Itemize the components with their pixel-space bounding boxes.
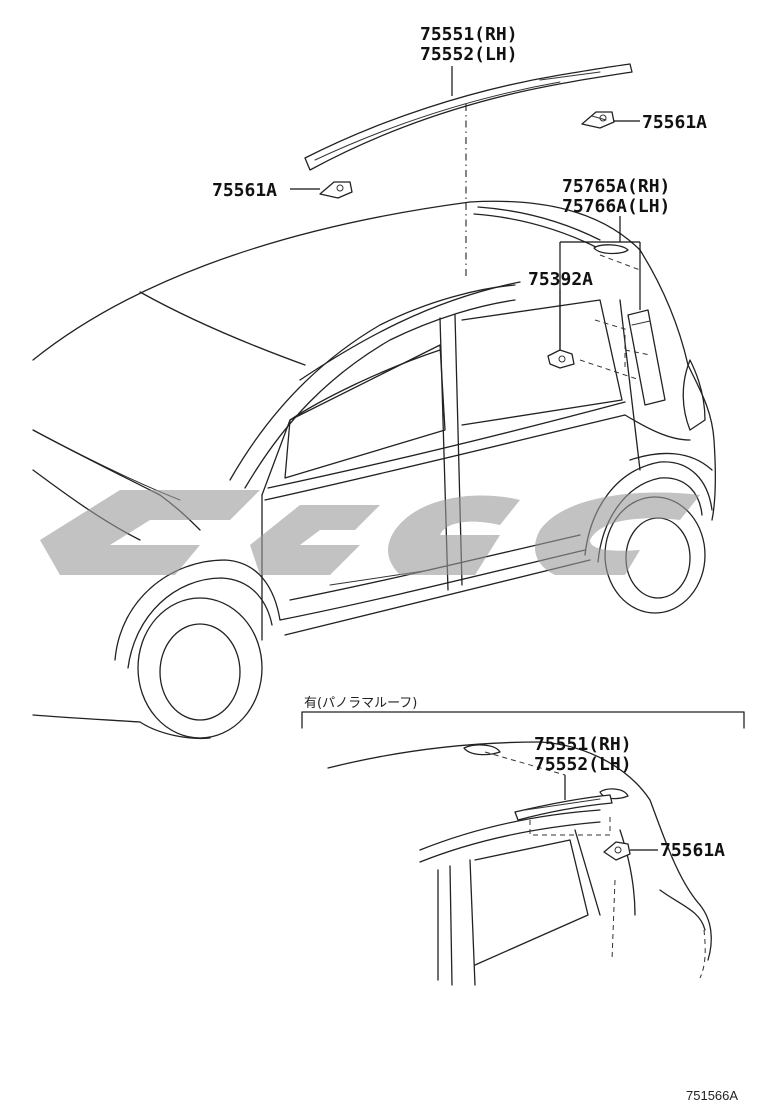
label-clip-top-left: 75561A <box>212 180 277 201</box>
watermark-logo <box>40 490 700 575</box>
inset-title: 有(パノラマルーフ) <box>304 696 417 711</box>
inset-label-clip: 75561A <box>660 840 725 861</box>
label-rail-rh: 75551(RH) <box>420 24 518 45</box>
inset-label-rail-lh: 75552(LH) <box>534 754 632 775</box>
label-cover-rh: 75765A(RH) <box>562 176 670 197</box>
label-rail-lh: 75552(LH) <box>420 44 518 65</box>
inset-label-rail-rh: 75551(RH) <box>534 734 632 755</box>
label-clip-rear: 75392A <box>528 269 593 290</box>
clip-icon <box>581 111 615 129</box>
inset-roof-rail-icon <box>514 794 613 821</box>
drawing-code: 751566A <box>686 1088 738 1103</box>
car-outline <box>32 200 716 740</box>
label-clip-top-right: 75561A <box>642 112 707 133</box>
inset-panel: 有(パノラマルーフ) 75551(RH) 7555 <box>301 696 745 986</box>
cover-icon <box>627 309 666 406</box>
clip-icon-left <box>319 181 353 199</box>
roof-rail-icon <box>304 63 633 171</box>
inset-clip-icon <box>603 841 631 861</box>
label-cover-lh: 75766A(LH) <box>562 196 670 217</box>
clip-rear-icon <box>547 349 575 369</box>
